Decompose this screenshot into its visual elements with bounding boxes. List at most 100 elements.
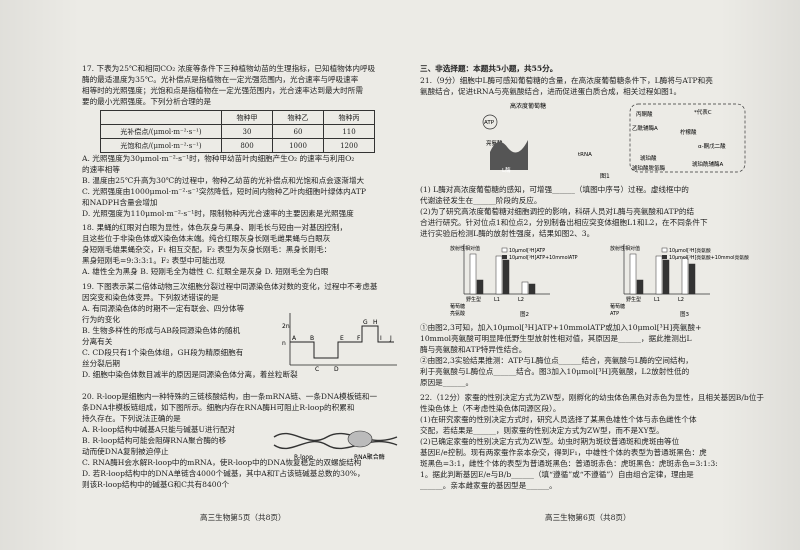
figure-caption: 图3 <box>680 310 690 318</box>
q18-line: A. 雄性全为黑身 B. 短刚毛全为雄性 C. 红眼全是灰身 D. 短刚毛全为白… <box>82 267 329 276</box>
rloop-diagram: R-loop RNA聚合酶 <box>273 430 398 461</box>
point-label: B <box>310 335 314 342</box>
bar <box>655 255 663 295</box>
section-title: 三、非选择题：本题共5小题，共55分。 <box>420 64 558 73</box>
bar-group <box>469 253 536 295</box>
graph-line <box>290 325 394 359</box>
bar <box>629 253 637 295</box>
q21-line: (2)为了研究高浓度葡萄糖对细胞调控的影响，科研人员对L酶与亮氨酸和ATP的结 <box>420 207 695 216</box>
figure-3: 放射性相对值 10μmol[³H]亮氨酸 10μmol[³H]亮氨酸+10mmo… <box>610 244 749 318</box>
question-19: 19. 下图表示某二倍体动物三次细胞分裂过程中同源染色体对数的变化，过程中不考虑… <box>82 281 377 380</box>
bar <box>681 257 689 295</box>
q20-line: B. R-loop结构可能会阻碍RNA聚合酶的移 <box>82 436 227 445</box>
legend-label: 10μmol[³H]ATP <box>509 248 545 254</box>
q21-line: 10mmol亮氨酸可明显降低野生型放射性相对值，其原因是______，据此推测出… <box>420 334 692 343</box>
table-header <box>100 110 222 125</box>
table-cell: 光补偿点/(μmol·m⁻²·s⁻¹) <box>100 124 222 139</box>
table-cell: 60 <box>272 124 324 139</box>
q21-line: 21.（9分）细胞中L酶可感知葡萄糖的含量，在高浓度葡萄糖条件下，L酶将与ATP… <box>420 76 713 85</box>
atp-label: ATP <box>484 120 495 126</box>
pathway-label: 琥珀酸 <box>640 154 657 162</box>
x-label: L2 <box>678 297 684 303</box>
bar <box>502 259 510 295</box>
q21-part-3: ①由图2,3可知，加入10μmol[³H]ATP+10mmolATP或加入10μ… <box>420 322 701 388</box>
legend-swatch <box>502 255 507 259</box>
citrate-label: 柠檬酸 <box>680 128 697 136</box>
q21-line: 氨酸结合，促进tRNA与亮氨酸结合，进而促进蛋白质合成，相关过程如图1。 <box>420 87 682 96</box>
figure-2: 放射性相对值 10μmol[³H]ATP 10μmol[³H]ATP+10mmo… <box>450 244 578 318</box>
y-axis-label: 放射性相对值 <box>450 245 480 252</box>
q22-line: 交配，若结果是______，则家蚕的性别决定方式为ZW型，而不是XY型。 <box>420 426 664 435</box>
rna-polymerase <box>347 430 373 448</box>
x-label: 野生型 <box>626 296 641 303</box>
q21-line: 进行实验后检测L酶的放射性强度，结果如图2、3。 <box>420 229 595 238</box>
tick-n: n <box>282 340 286 347</box>
x-label: 野生型 <box>466 296 481 303</box>
bar <box>476 279 484 295</box>
table-cell: 1200 <box>323 138 375 153</box>
q20-line: C. RNA酶H会水解R-loop中的mRNA，使R-loop中的DNA恢复稳定… <box>82 458 362 467</box>
point-label: I <box>380 335 382 342</box>
q19-line: 因突变和染色体变异。下列叙述错误的是 <box>82 293 219 302</box>
q20-line: A. R-loop结构中碱基A只能与碱基U进行配对 <box>82 425 236 434</box>
table-cell: 光饱和点/(μmol·m⁻²·s⁻¹) <box>100 138 222 153</box>
polymerase-label: RNA聚合酶 <box>354 453 385 461</box>
point-label: D <box>334 366 339 372</box>
q19-line: 行为的变化 <box>82 315 120 324</box>
legend-label: 10μmol[³H]亮氨酸+10mmol亮氨酸 <box>669 254 749 261</box>
table-cell: 800 <box>221 138 273 153</box>
q20-line: D. 若R-loop结构中的DNA单链含4000个碱基，其中A和T占该链碱基总数… <box>82 469 365 478</box>
legend-swatch <box>662 255 667 259</box>
dna-strand <box>273 432 398 442</box>
q21-line: 代谢途径发生在______阶段的反应。 <box>420 196 542 205</box>
q22-line: 1。据此判断基因E/e与B/b______（填“遵循”或“不遵循”）自由组合定律… <box>420 470 694 479</box>
figure-1: 高浓度葡萄糖 ATP 亮氨酸 L酶 tRNA 丙酮酸 乙酰辅酶A *代表C 柠檬… <box>482 102 746 180</box>
row-label: 葡萄糖 <box>610 303 625 310</box>
atp-circle <box>482 114 498 130</box>
question-20: 20. R-loop是细胞内一种特殊的三链核酸结构，由一条mRNA链、一条DNA… <box>82 391 377 490</box>
q19-line: C. CD段只有1个染色体组，GH段为精原细胞有 <box>82 348 244 357</box>
q22-line: ______。亲本雌家蚕的基因型是______。 <box>420 481 557 490</box>
point-label: A <box>292 335 297 342</box>
question-18: 18. 果蝇的红眼对白眼为显性，体色灰身与黑身、刚毛长与短由一对基因控制， 且这… <box>82 222 347 277</box>
q20-line: 持久存在。下列说法正确的是 <box>82 414 181 423</box>
bar <box>521 281 529 295</box>
page-footer-left: 高三生物第5页（共8页） <box>200 513 286 522</box>
leucine-label: 亮氨酸 <box>486 139 503 147</box>
q18-line: 且这些位于非染色体或X染色体末端。纯合红眼灰身长刚毛雌果蝇与白眼灰 <box>82 234 331 243</box>
q17-line: 酶的最适温度为35℃。光补偿点是指植物在一定光强范围内，光合速率与呼吸速率 <box>82 75 359 84</box>
glucose-label: 高浓度葡萄糖 <box>510 102 546 110</box>
q18-line: 18. 果蝇的红眼对白眼为显性，体色灰身与黑身、刚毛长与短由一对基因控制， <box>82 223 348 232</box>
table-cell: 1000 <box>272 138 324 153</box>
row-label: 葡萄糖 <box>450 303 465 310</box>
dna-strand <box>273 440 398 450</box>
q22-line: 斑黑色=3:1，雌性个体的表型为普通斑黑色：普通斑赤色：虎斑黑色：虎斑赤色=3:… <box>420 459 718 468</box>
page-footer-right: 高三生物第6页（共8页） <box>545 513 631 522</box>
q19-line: 丝分裂后期 <box>82 359 120 368</box>
bar <box>528 283 536 295</box>
table-header: 物种甲 <box>221 110 273 125</box>
point-label: C <box>315 366 319 372</box>
q19-line: B. 生物多样性的形成与AB段同源染色体的随机 <box>82 326 241 335</box>
tick-2n: 2n <box>282 323 290 330</box>
point-label: F <box>357 335 361 342</box>
x-label: L2 <box>518 297 524 303</box>
q21-line: (1) L酶对高浓度葡萄糖的感知，可增强______（填图中序号）过程。虚线框中… <box>420 185 689 194</box>
q19-line: A. 有同源染色体的时期不一定有联会、四分体等 <box>82 304 245 313</box>
q21-line: 酶与亮氨酸和ATP特异性结合。 <box>420 345 527 354</box>
q22-line: 22.（12分）家蚕的性别决定方式为ZW型，刚孵化的幼虫体色黑色对赤色为显性，且… <box>420 393 764 402</box>
q19-line: 分离有关 <box>82 337 113 346</box>
q19-line: 19. 下图表示某二倍体动物三次细胞分裂过程中同源染色体对数的变化，过程中不考虑… <box>82 282 378 291</box>
q17-line: 17. 下表为25℃和相同CO₂ 浓度等条件下三种植物幼苗的生理指标，已知植物体… <box>82 64 376 73</box>
q17-option: B. 温度由25℃升高为30℃的过程中，物种乙幼苗的光补偿点和光饱和点会逐渐增大 <box>82 176 365 185</box>
q20-line: 条DNA非模板链组成，如下图所示。细胞内存在RNA酶H可阻止R-loop的积累和 <box>82 403 355 412</box>
q17-line: 要的最小光照强度。下列分析合理的是 <box>82 97 212 106</box>
q17-option: 的速率相等 <box>82 165 120 174</box>
q20-line: 20. R-loop是细胞内一种特殊的三链核酸结构，由一条mRNA链、一条DNA… <box>82 392 378 401</box>
row-label: 亮氨酸 <box>450 310 465 317</box>
left-column: 17. 下表为25℃和相同CO₂ 浓度等条件下三种植物幼苗的生理指标，已知植物体… <box>82 0 404 550</box>
q19-line: D. 细胞中染色体数目减半的原因是同源染色体分离，着丝粒断裂 <box>82 370 298 379</box>
legend-label: 10μmol[³H]ATP+10mmolATP <box>509 255 578 261</box>
bar <box>469 253 477 295</box>
q22-line: 基因E/e控制。现有两家蚕作亲本杂交，得到F₁，中雄性个体的表型为普通斑黑色：虎 <box>420 448 707 457</box>
